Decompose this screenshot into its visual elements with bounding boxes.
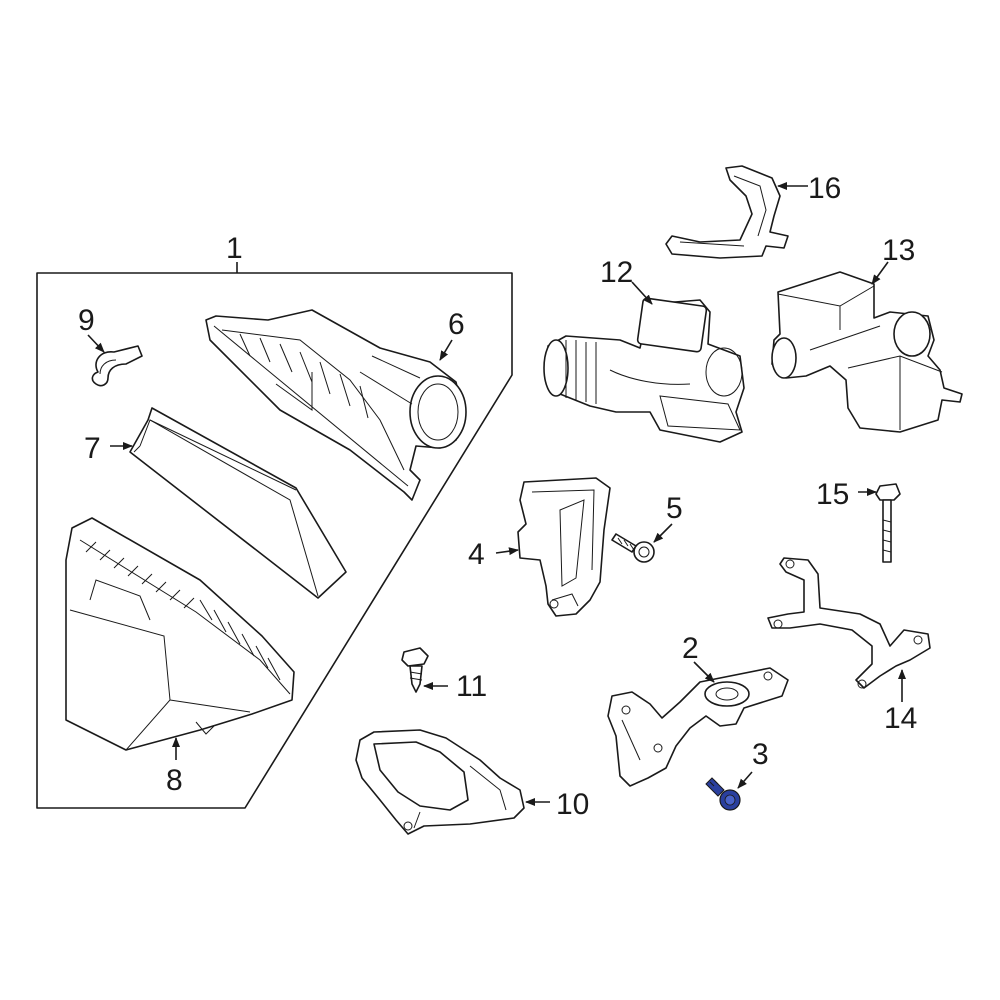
callout-4: 4 <box>468 538 485 571</box>
leader-13 <box>871 261 889 285</box>
part-12-intake-tube[interactable] <box>543 297 745 443</box>
part-4-mounting-bracket[interactable] <box>517 477 611 617</box>
callout-1: 1 <box>226 232 243 265</box>
callout-14: 14 <box>884 702 917 735</box>
callout-10: 10 <box>556 788 589 821</box>
callout-7: 7 <box>84 432 101 465</box>
part-5-bolt[interactable] <box>611 533 655 563</box>
part-6-air-cleaner-cover[interactable] <box>205 309 467 501</box>
callout-11: 11 <box>456 670 487 703</box>
part-14-support-bracket[interactable] <box>767 557 931 689</box>
assembly-boundary-outline <box>36 272 513 809</box>
part-9-clamp[interactable] <box>91 345 143 387</box>
callout-2: 2 <box>682 632 699 665</box>
leader-4 <box>495 547 519 556</box>
leader-6 <box>439 339 453 361</box>
callout-3: 3 <box>752 738 769 771</box>
callout-5: 5 <box>666 492 683 525</box>
part-13-resonator[interactable] <box>771 271 963 433</box>
callout-16: 16 <box>808 172 841 205</box>
part-7-filter-element[interactable] <box>129 407 347 599</box>
callout-9: 9 <box>78 304 95 337</box>
leader-3 <box>737 771 753 789</box>
air-cleaner-assembly-group: 1 <box>36 232 513 809</box>
callout-8: 8 <box>166 764 183 797</box>
part-15-long-bolt[interactable] <box>875 483 901 563</box>
part-11-screw[interactable] <box>401 647 429 693</box>
part-10-air-duct[interactable] <box>355 729 525 835</box>
part-16-bracket[interactable] <box>665 165 789 259</box>
part-2-bracket[interactable] <box>607 667 789 787</box>
callout-12: 12 <box>600 256 633 289</box>
callout-13: 13 <box>882 234 915 267</box>
leader-9 <box>87 334 105 353</box>
callout-15: 15 <box>816 478 849 511</box>
leader-5 <box>653 523 673 543</box>
part-3-bolt-highlighted[interactable] <box>705 777 741 811</box>
part-8-lower-box[interactable] <box>65 517 295 751</box>
leader-12 <box>631 281 653 305</box>
callout-6: 6 <box>448 308 465 341</box>
leader-2 <box>693 661 715 683</box>
